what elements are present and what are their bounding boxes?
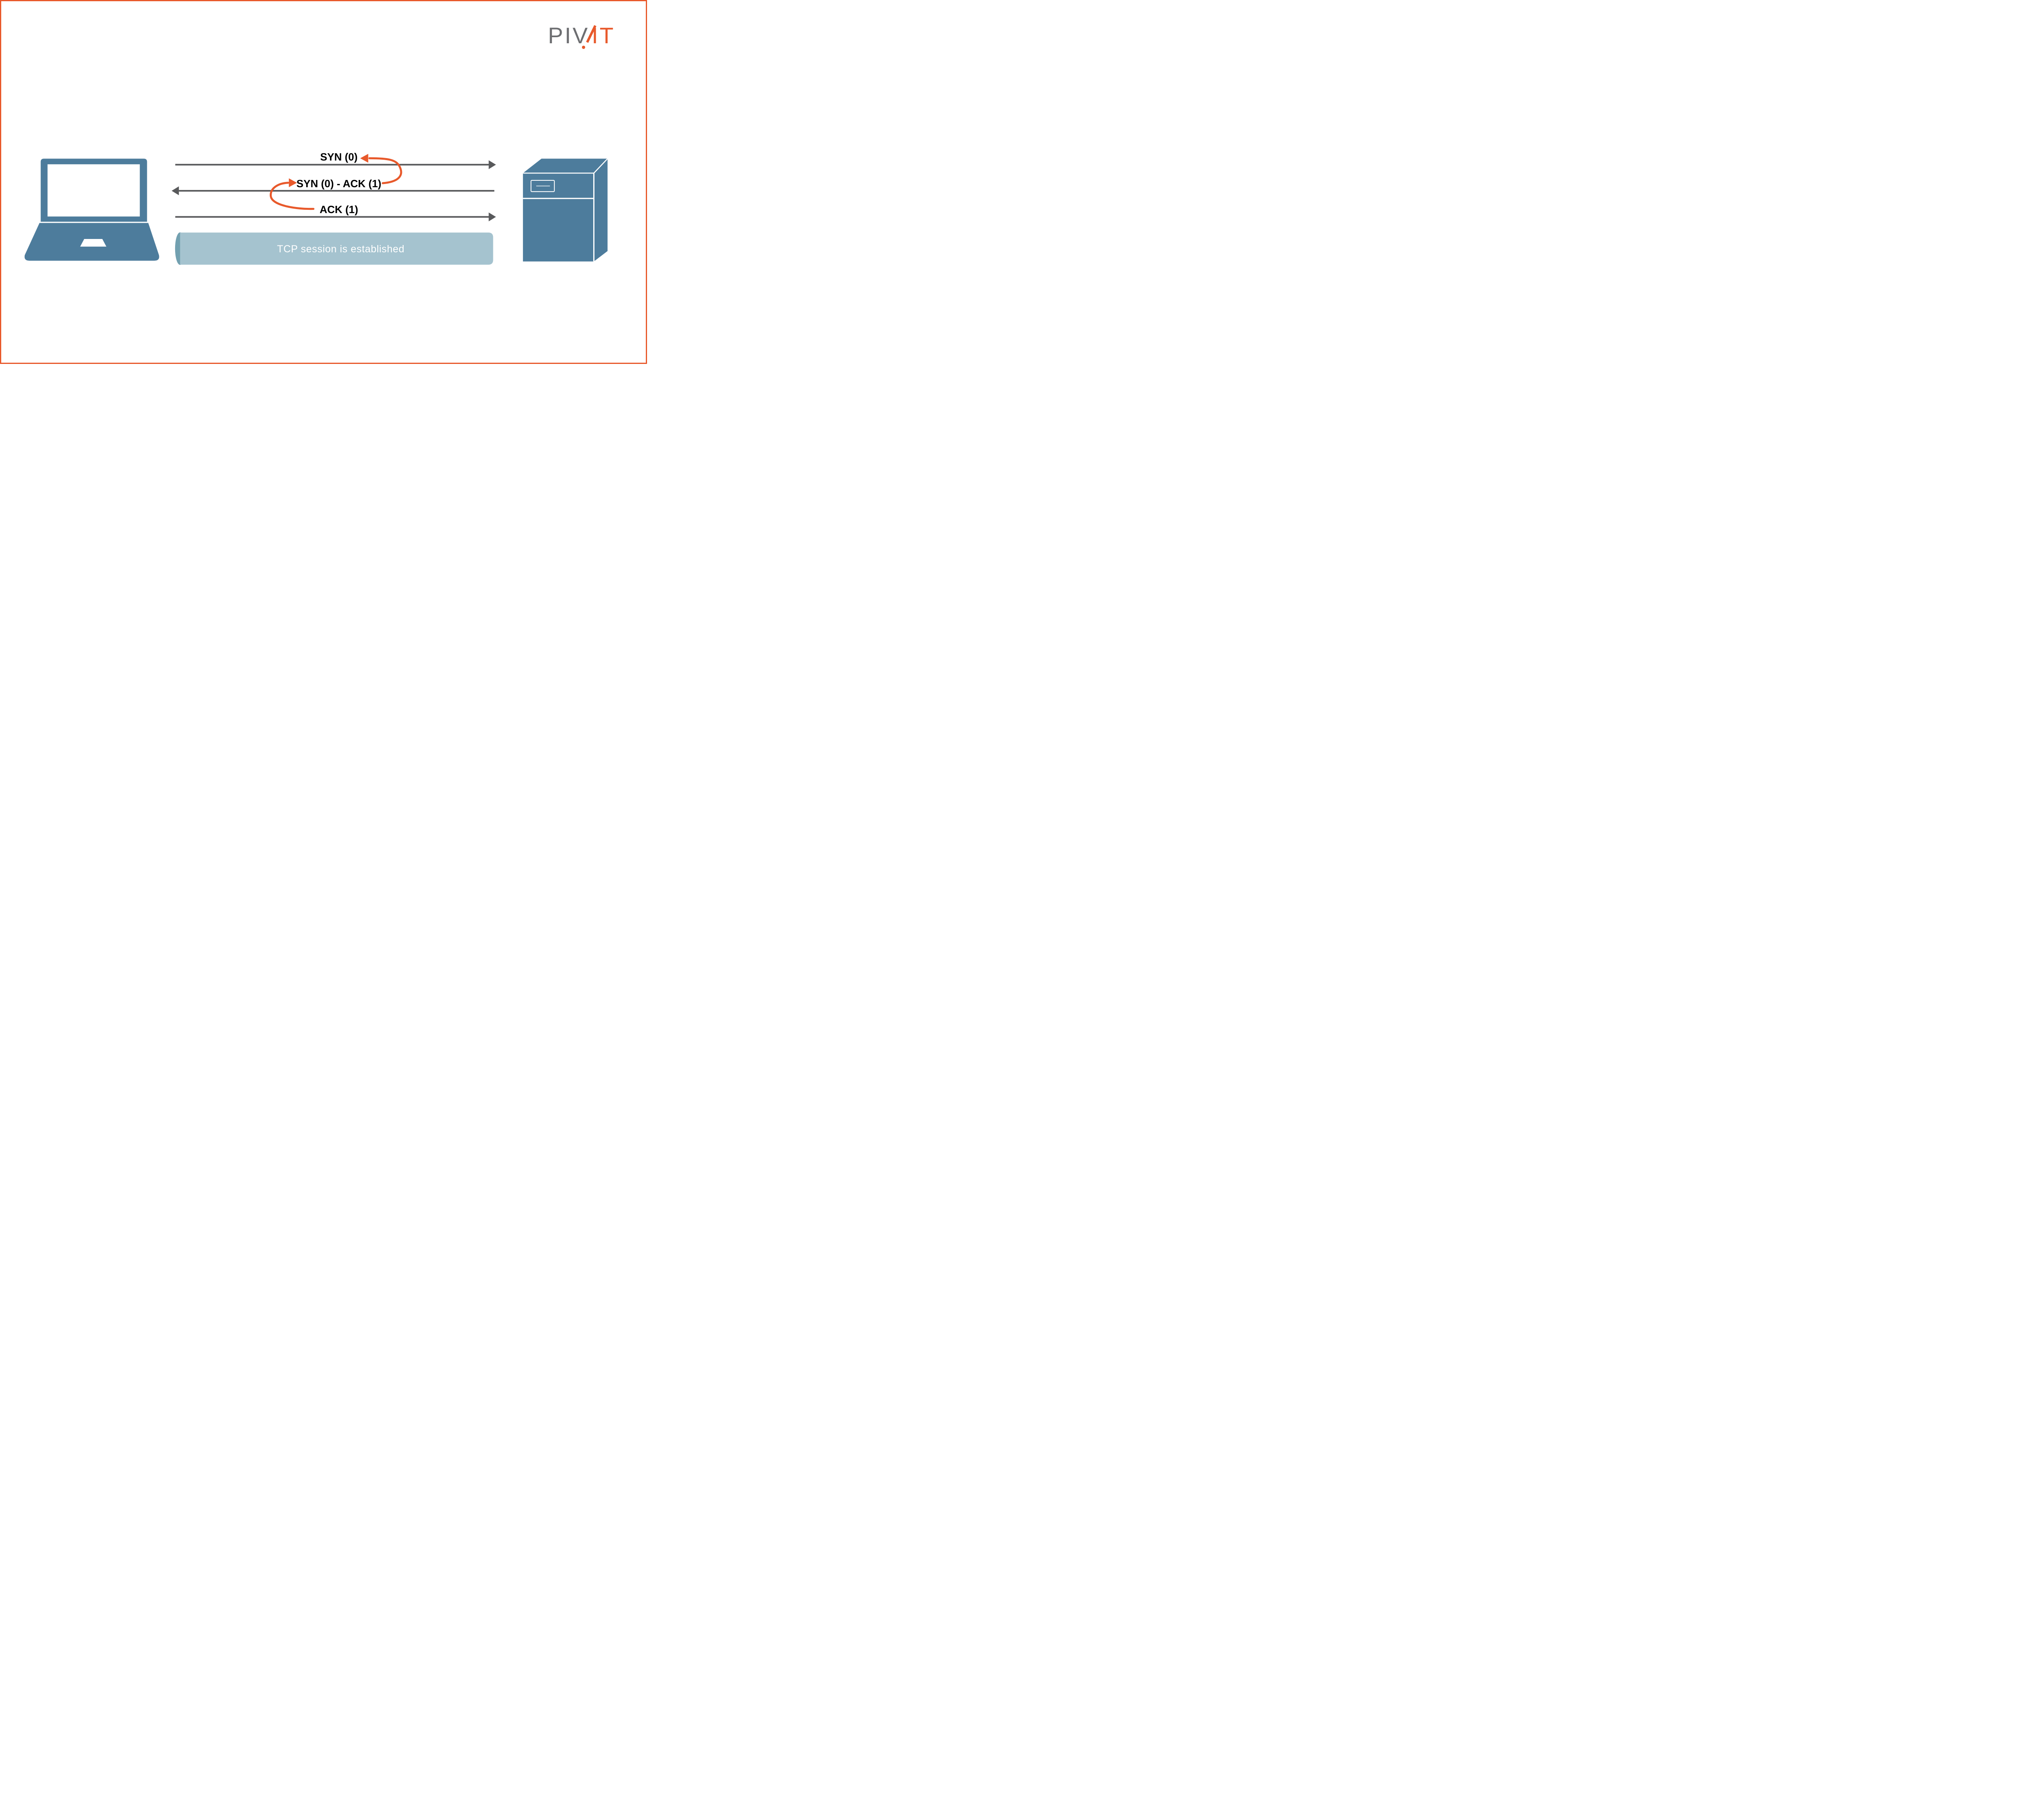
server-corner-seam	[593, 158, 608, 173]
synack-to-syn-curve	[368, 157, 402, 184]
logo-text-gray: PIV	[548, 23, 590, 48]
ack-to-synack-curve-head	[289, 178, 297, 187]
synack-arrow-head	[171, 186, 179, 195]
ack-label: ACK (1)	[319, 203, 358, 216]
ack-arrow-line	[175, 216, 489, 218]
session-established-label: TCP session is established	[277, 243, 405, 255]
synack-to-syn-curve-head	[360, 154, 368, 163]
ack-arrow-head	[489, 212, 496, 222]
syn-arrow-line	[175, 164, 489, 166]
server-icon	[523, 158, 608, 262]
pipe-body	[180, 233, 493, 265]
logo-dot-icon	[582, 46, 585, 49]
laptop-icon	[24, 159, 159, 261]
server-drive-slot	[531, 180, 555, 192]
synack-arrow-line	[179, 190, 495, 192]
ack-arrow	[175, 212, 496, 222]
laptop-screen-display	[47, 164, 140, 217]
synack-label: SYN (0) - ACK (1)	[296, 178, 381, 190]
syn-arrow	[175, 160, 496, 169]
laptop-touchpad	[80, 239, 107, 247]
synack-to-syn-curve-arrow	[360, 154, 402, 184]
ack-to-synack-curve	[270, 182, 315, 210]
ack-to-synack-curve-arrow	[270, 178, 315, 210]
syn-arrow-head	[489, 160, 496, 169]
synack-arrow	[171, 186, 495, 195]
server-body	[523, 159, 608, 262]
syn-label: SYN (0)	[320, 151, 358, 163]
diagram-graphics	[24, 154, 608, 265]
session-pipe	[175, 232, 493, 265]
canvas: SYN (0) SYN (0) - ACK (1) ACK (1) TCP se…	[0, 0, 647, 364]
